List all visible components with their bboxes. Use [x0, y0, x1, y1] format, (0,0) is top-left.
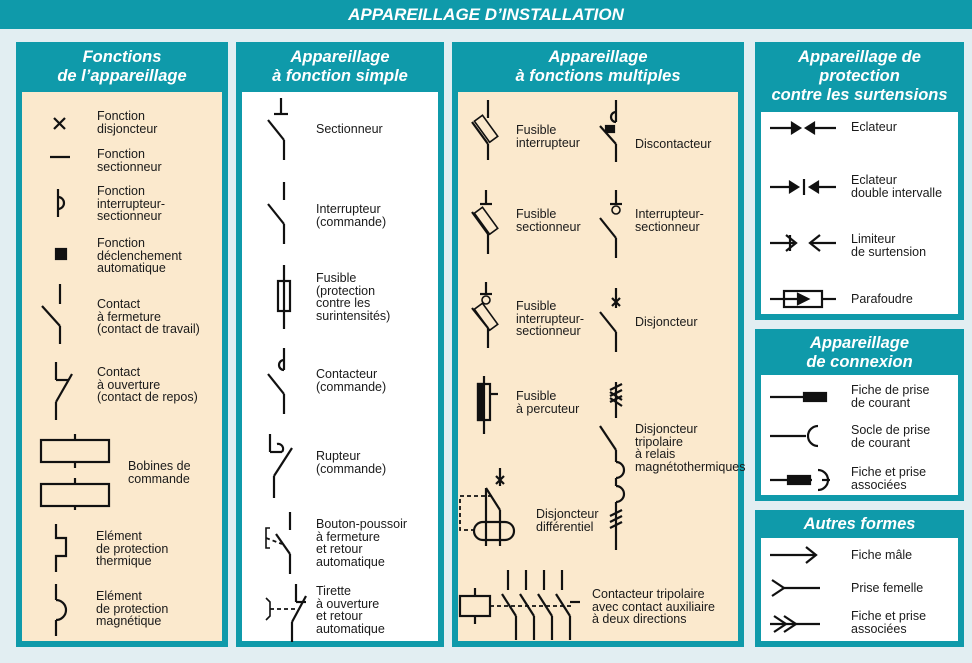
bouton-poussoir-symbol	[265, 512, 292, 574]
protection-thermique-symbol	[54, 524, 68, 572]
protection-magnetique-symbol	[54, 584, 68, 636]
main-title: APPAREILLAGE D’INSTALLATION	[0, 0, 972, 29]
fiche-prise-associees-symbol	[770, 468, 830, 492]
fiche-male-symbol	[770, 546, 818, 564]
label-fiche-male: Fiche mâle	[851, 548, 913, 562]
fusible-symbol	[276, 265, 292, 329]
label-eclateur: Eclateur	[851, 120, 897, 134]
label-interrupteur: Interrupteur(commande)	[316, 202, 387, 229]
contacteur-symbol	[267, 348, 286, 414]
tirette-symbol	[265, 584, 307, 642]
disjoncteur-symbol	[53, 117, 66, 130]
panel-title: Autres formes	[803, 515, 916, 533]
label-interrupteur-sectionneur: Interrupteur-sectionneur	[635, 207, 704, 234]
label-discontacteur: Discontacteur	[635, 137, 712, 151]
panel-title: Appareillage à fonction simple	[272, 48, 408, 85]
fusible-interrupteur-symbol	[471, 100, 499, 160]
panel-title: Appareillage de connexion	[806, 334, 913, 371]
interrupteur-sectionneur-device-symbol	[599, 190, 622, 258]
interrupteur-sectionneur-symbol	[56, 189, 66, 217]
label-disjoncteur: Disjoncteur	[635, 315, 698, 329]
panel-fonction-simple: Appareillage à fonction simple	[236, 42, 444, 647]
fiche-prise-autres-symbol	[770, 615, 820, 633]
parafoudre-symbol	[770, 289, 836, 309]
eclateur-symbol	[770, 121, 836, 135]
fusible-interrupteur-sectionneur-symbol	[471, 282, 499, 348]
label-sectionneur: Sectionneur	[316, 122, 383, 136]
label-rupteur: Rupteur(commande)	[316, 449, 387, 476]
contacteur-tripolaire-symbol	[458, 570, 580, 640]
fusible-sectionneur-symbol	[471, 190, 499, 254]
contact-fermeture-symbol	[41, 284, 62, 344]
declenchement-symbol	[54, 247, 68, 261]
sectionneur-device-symbol	[267, 98, 288, 160]
panel-fonctions: Fonctions de l’appareillage	[16, 42, 228, 647]
panel-body	[458, 92, 738, 641]
discontacteur-symbol	[599, 100, 618, 162]
fiche-prise-symbol	[770, 391, 828, 403]
panel-fonctions-multiples: Appareillage à fonctions multiples	[452, 42, 744, 647]
disjoncteur-differentiel-symbol	[459, 468, 516, 546]
bobines-symbol	[39, 434, 111, 510]
panel-title: Appareillage de protection contre les su…	[771, 48, 948, 104]
prise-femelle-symbol	[771, 579, 820, 597]
panel-title: Fonctions de l’appareillage	[57, 48, 187, 85]
label-parafoudre: Parafoudre	[851, 292, 913, 306]
fusible-percuteur-symbol	[476, 376, 498, 434]
disjoncteur-tripolaire-symbol	[599, 382, 626, 550]
panel-title: Appareillage à fonctions multiples	[515, 48, 681, 85]
interrupteur-symbol	[267, 182, 286, 244]
socle-prise-symbol	[770, 424, 819, 448]
label-contacteur: Contacteur(commande)	[316, 367, 387, 394]
contact-ouverture-symbol	[54, 362, 73, 420]
label-prise-femelle: Prise femelle	[851, 581, 924, 595]
eclateur-double-symbol	[770, 179, 836, 195]
disjoncteur-device-symbol	[599, 288, 621, 352]
limiteur-symbol	[770, 234, 836, 252]
sectionneur-symbol	[50, 155, 70, 159]
panel-body	[761, 112, 958, 314]
rupteur-symbol	[268, 434, 293, 498]
panel-body	[242, 92, 438, 641]
